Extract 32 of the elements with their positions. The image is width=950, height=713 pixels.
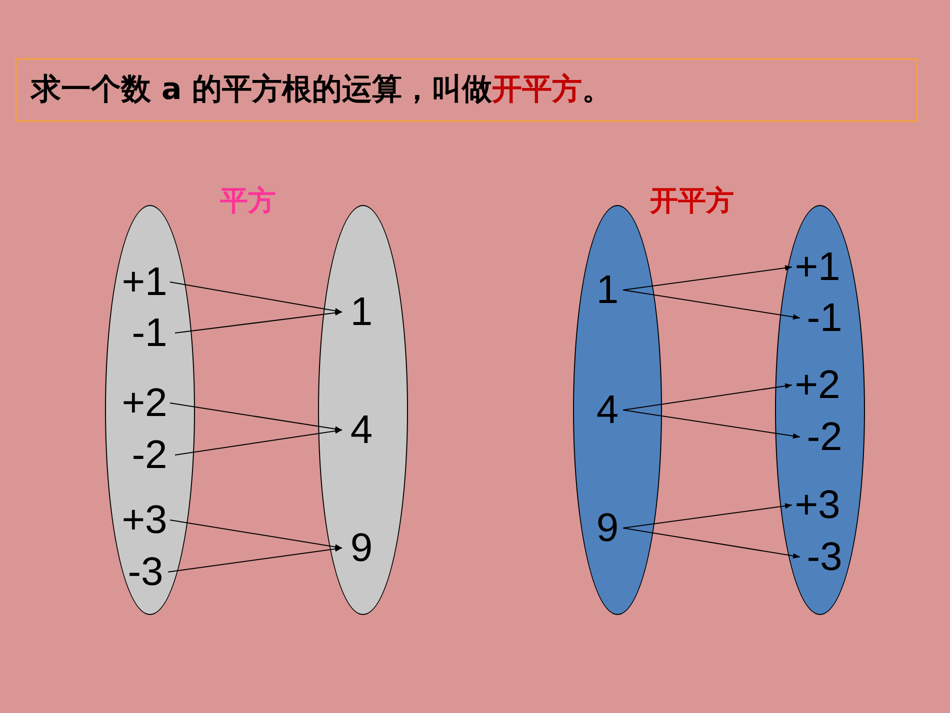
arrow bbox=[174, 428, 342, 456]
operation-label: 开平方 bbox=[650, 183, 734, 219]
number-text: 9 bbox=[342, 526, 382, 570]
number-text: 9 bbox=[592, 506, 622, 550]
number-text: +3 bbox=[792, 482, 844, 526]
number-text: -1 bbox=[800, 296, 850, 340]
arrow bbox=[622, 410, 800, 439]
number-text: +3 bbox=[120, 498, 170, 542]
arrow bbox=[170, 402, 342, 432]
arrow bbox=[174, 310, 342, 334]
number-text: -2 bbox=[124, 432, 174, 476]
number-text: -1 bbox=[124, 310, 174, 354]
number-text: +1 bbox=[120, 260, 170, 304]
number-text: 4 bbox=[342, 408, 382, 452]
arrow bbox=[622, 290, 800, 320]
number-text: 1 bbox=[342, 290, 382, 334]
arrow bbox=[622, 503, 792, 528]
arrow bbox=[622, 265, 792, 290]
number-text: -3 bbox=[800, 534, 850, 578]
arrow bbox=[622, 528, 800, 559]
number-text: 4 bbox=[592, 388, 622, 432]
operation-label: 平方 bbox=[220, 183, 276, 219]
number-text: -3 bbox=[124, 550, 168, 594]
arrow bbox=[170, 520, 342, 550]
number-text: +2 bbox=[120, 380, 170, 424]
number-text: -2 bbox=[800, 414, 850, 458]
arrow bbox=[170, 282, 342, 314]
number-text: 1 bbox=[592, 268, 622, 312]
arrow bbox=[622, 383, 792, 410]
title-banner: 求一个数 a 的平方根的运算，叫做开平方。 bbox=[15, 58, 918, 122]
number-text: +2 bbox=[792, 362, 844, 406]
number-text: +1 bbox=[792, 244, 844, 288]
